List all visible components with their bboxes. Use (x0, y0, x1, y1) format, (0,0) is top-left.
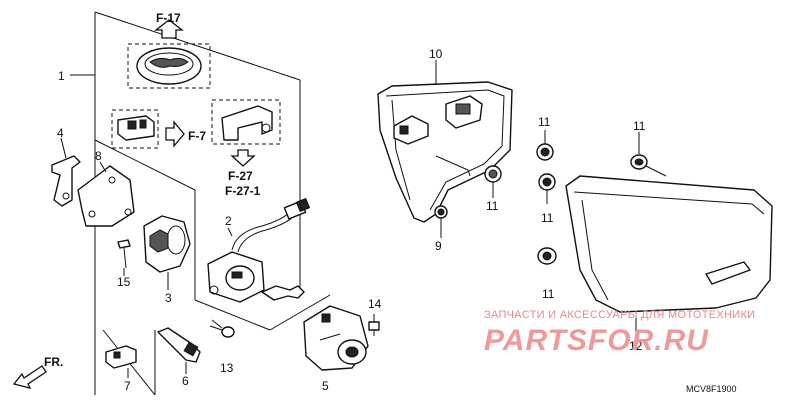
callout-7: 7 (124, 379, 131, 393)
diagram-code: MCV8F1900 (686, 384, 737, 394)
callout-11-c: 11 (541, 211, 554, 225)
seat-lock-assembly: F-7 (111, 109, 206, 149)
callout-12: 12 (629, 339, 643, 353)
callout-8: 8 (95, 149, 102, 163)
callout-14: 14 (368, 297, 382, 311)
bracket-assembly: F-27 F-27-1 (211, 99, 281, 198)
callout-1: 1 (58, 69, 65, 83)
ref-f27-1: F-27-1 (225, 184, 261, 198)
ref-f17: F-17 (156, 11, 181, 25)
callout-4: 4 (57, 126, 64, 140)
part-7-key-tag (105, 345, 137, 378)
part-5-lock-unit (303, 305, 369, 371)
grommet-b (484, 165, 502, 198)
part-14-bolt (368, 314, 380, 336)
callout-2: 2 (225, 214, 232, 228)
fuel-cap-assembly: F-17 (127, 11, 211, 89)
callout-11-d: 11 (542, 287, 555, 301)
callout-10: 10 (429, 47, 443, 61)
part-4-bracket (51, 137, 81, 207)
ref-f7: F-7 (188, 129, 206, 143)
callout-3: 3 (165, 291, 172, 305)
front-direction: FR. (12, 355, 63, 389)
grommet-d (537, 247, 557, 265)
callout-11-a: 11 (538, 115, 551, 129)
callout-9: 9 (435, 239, 442, 253)
callout-15: 15 (117, 275, 131, 289)
arrow-down-icon (230, 149, 256, 167)
grommet-c (538, 173, 556, 204)
part-13-bolt (209, 319, 235, 338)
part-15-screw (117, 239, 131, 276)
grommet-9 (434, 205, 448, 238)
watermark-line2: PARTSFOR.RU (484, 324, 709, 357)
part-6-plate (77, 161, 135, 227)
grommet-a (536, 130, 554, 161)
part-2-ignition-switch (207, 197, 311, 303)
part-12-side-cover (565, 175, 773, 336)
callout-11-e: 11 (633, 119, 646, 133)
callout-6: 6 (182, 374, 189, 388)
watermark-line1: ЗАПЧАСТИ И АКСЕССУАРЫ ДЛЯ МОТОТЕХНИКИ (484, 309, 755, 321)
callout-labels: 1 4 8 2 15 3 13 6 7 14 5 10 11 11 11 11 … (57, 47, 646, 393)
part-3-lock (143, 215, 191, 290)
front-label: FR. (44, 355, 63, 369)
watermark: ЗАПЧАСТИ И АКСЕССУАРЫ ДЛЯ МОТОТЕХНИКИ PA… (484, 309, 755, 357)
grommets (434, 130, 667, 265)
callout-13: 13 (220, 361, 234, 375)
part-6-key (157, 327, 201, 374)
arrow-right-icon (165, 120, 185, 148)
callout-5: 5 (322, 379, 329, 393)
arrow-up-icon (154, 19, 184, 39)
ref-f27: F-27 (228, 169, 253, 183)
front-arrow-icon (12, 365, 47, 389)
callout-11-b: 11 (486, 199, 499, 213)
part-10-side-cover (377, 60, 513, 223)
grommet-e (630, 132, 667, 177)
